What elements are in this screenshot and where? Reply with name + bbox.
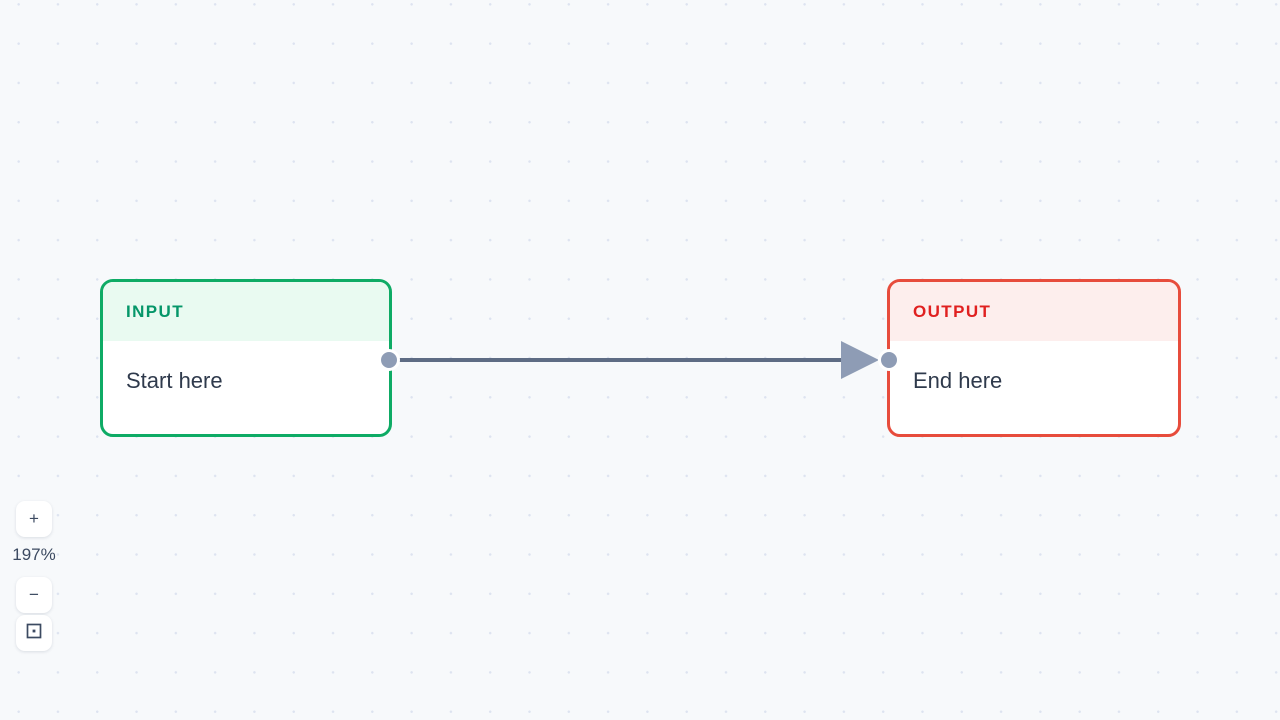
edge-arrowhead-icon bbox=[841, 341, 879, 379]
node-input[interactable]: INPUT Start here bbox=[100, 279, 392, 437]
zoom-out-button[interactable]: − bbox=[16, 577, 52, 613]
node-input-header-label: INPUT bbox=[126, 301, 184, 321]
zoom-controls: + 197% − bbox=[12, 501, 56, 651]
node-output[interactable]: OUTPUT End here bbox=[887, 279, 1181, 437]
node-input-body: Start here bbox=[103, 341, 389, 421]
node-output-header: OUTPUT bbox=[890, 282, 1178, 341]
zoom-in-button[interactable]: + bbox=[16, 501, 52, 537]
fit-view-button[interactable] bbox=[16, 615, 52, 651]
node-output-body-text: End here bbox=[913, 368, 1003, 393]
node-input-body-text: Start here bbox=[126, 368, 223, 393]
node-input-source-handle[interactable] bbox=[378, 349, 400, 371]
node-output-target-handle[interactable] bbox=[878, 349, 900, 371]
fit-view-icon bbox=[26, 623, 42, 644]
node-output-body: End here bbox=[890, 341, 1178, 421]
node-output-header-label: OUTPUT bbox=[913, 301, 992, 321]
node-input-header: INPUT bbox=[103, 282, 389, 341]
zoom-level-label: 197% bbox=[12, 545, 56, 564]
